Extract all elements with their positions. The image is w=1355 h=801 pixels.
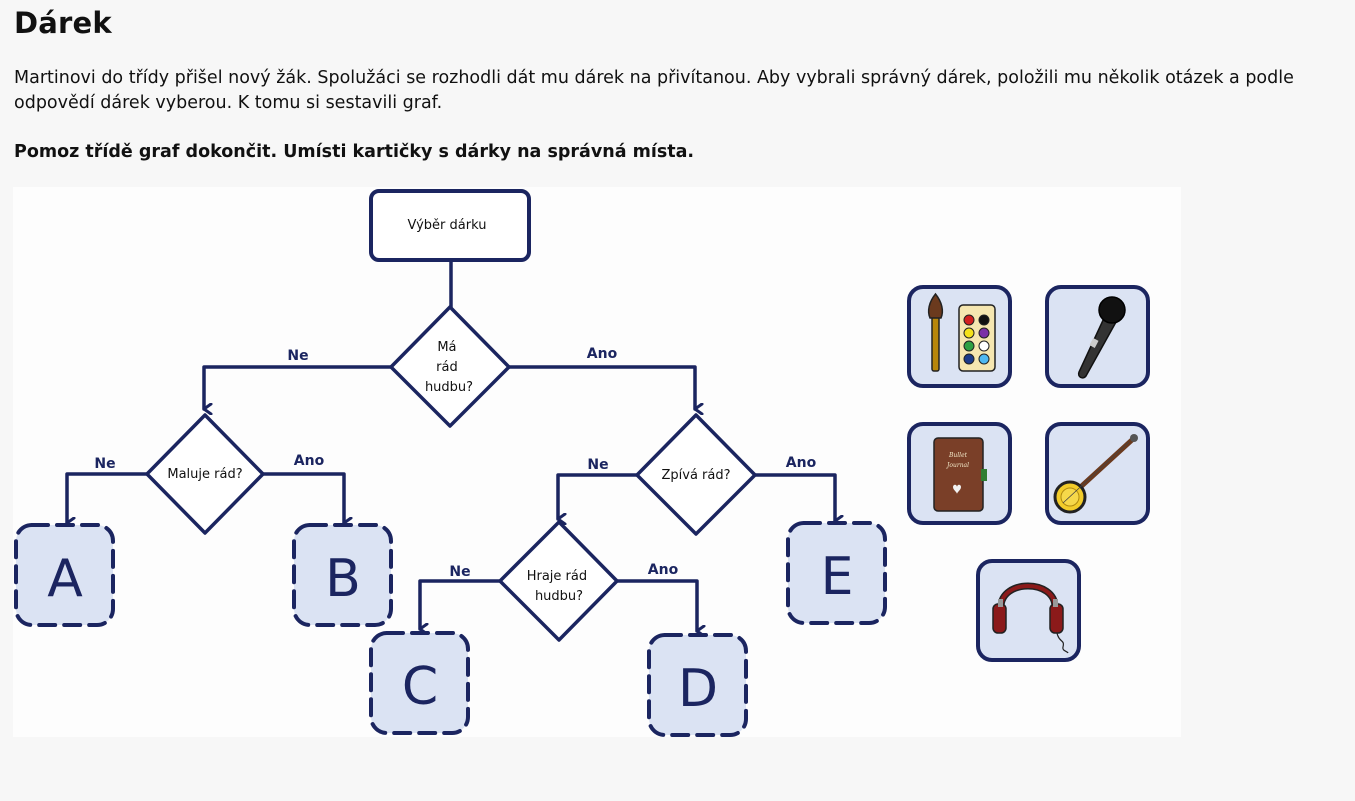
connector-sing-yes (753, 473, 835, 521)
connector-play-no (418, 579, 502, 629)
drop-slot-d[interactable]: D (647, 633, 748, 737)
microphone-icon (1077, 296, 1126, 379)
decision-likes-singing: Zpívá rád? (635, 413, 757, 536)
slot-letter-d: D (678, 659, 718, 719)
edge-label-sing-yes: Ano (786, 455, 817, 471)
edge-label-paint-no: Ne (94, 456, 115, 472)
slot-letter-e: E (821, 547, 854, 607)
slot-letter-c: C (402, 657, 438, 717)
connector-music-no (202, 365, 393, 409)
decision-plays-music: Hraje rád hudbu? (498, 520, 619, 642)
drop-slot-c[interactable]: C (369, 631, 470, 735)
gift-card-paint[interactable] (907, 285, 1012, 388)
start-node: Výběr dárku (369, 189, 531, 262)
banjo-icon (1053, 434, 1138, 514)
slot-letter-a: A (47, 549, 83, 609)
edge-label-music-no: Ne (287, 348, 308, 364)
slot-letter-b: B (325, 549, 361, 609)
edge-label-sing-no: Ne (587, 457, 608, 473)
flowchart-svg: Výběr dárku Má rád hudbu? Maluje rád? Zp… (14, 189, 1150, 737)
flowchart-board: Výběr dárku Má rád hudbu? Maluje rád? Zp… (13, 187, 1181, 737)
edge-label-play-yes: Ano (648, 562, 679, 578)
drop-slot-b[interactable]: B (292, 523, 393, 627)
connector-play-yes (615, 579, 697, 631)
gift-card-microphone[interactable] (1045, 285, 1150, 388)
connector-music-yes (507, 365, 695, 409)
gift-card-headphones[interactable] (976, 559, 1081, 662)
decision-likes-music-label: Má rád hudbu? (425, 340, 473, 395)
edge-label-music-yes: Ano (587, 346, 618, 362)
decision-likes-painting-label: Maluje rád? (167, 467, 242, 482)
decision-likes-singing-label: Zpívá rád? (661, 468, 730, 483)
connector-paint-no (65, 472, 149, 523)
connector-sing-no (556, 473, 640, 519)
journal-cover-text-1: Bullet (948, 452, 968, 459)
page-title: Dárek (14, 6, 112, 40)
gift-card-journal[interactable]: Bullet Journal (907, 422, 1012, 525)
connector-paint-yes (261, 472, 344, 523)
edge-label-paint-yes: Ano (294, 453, 325, 469)
journal-cover-text-2: Journal (945, 462, 969, 469)
intro-paragraph: Martinovi do třídy přišel nový žák. Spol… (14, 68, 1294, 113)
decision-likes-music: Má rád hudbu? (389, 305, 511, 428)
drop-slot-a[interactable]: A (14, 523, 115, 627)
paint-palette-icon (927, 292, 996, 372)
gift-card-banjo[interactable] (1045, 422, 1150, 525)
headphones-icon (992, 582, 1069, 654)
decision-likes-painting: Maluje rád? (145, 413, 265, 535)
drop-slot-e[interactable]: E (786, 521, 887, 625)
start-node-label: Výběr dárku (408, 218, 487, 233)
connectors (65, 258, 835, 631)
task-instruction: Pomoz třídě graf dokončit. Umísti kartič… (14, 142, 695, 162)
decision-plays-music-label: Hraje rád hudbu? (527, 569, 592, 604)
journal-notebook-icon (933, 437, 987, 512)
edge-label-play-no: Ne (449, 564, 470, 580)
